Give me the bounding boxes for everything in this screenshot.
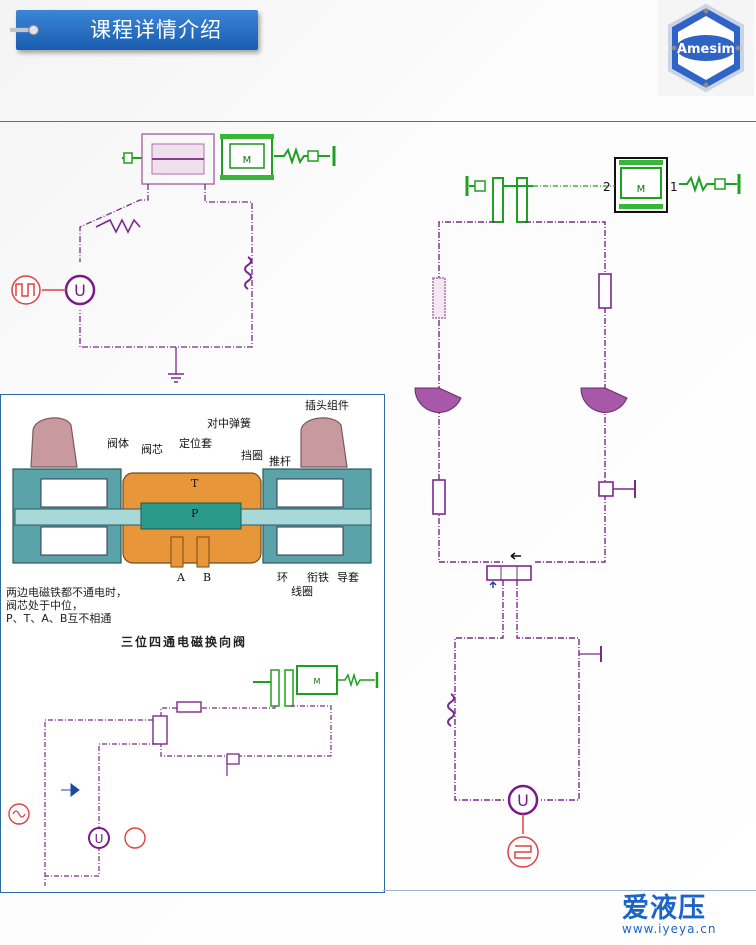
page-title: 课程详情介绍 <box>90 18 222 42</box>
amesim-logo: Amesim <box>658 0 754 96</box>
logo-text: Amesim <box>677 42 735 57</box>
label-centering-spring: 对中弹簧 <box>207 417 251 430</box>
solenoid-block <box>141 133 215 185</box>
valve-description: 两边电磁铁都不通电时， 阀芯处于中位， P、T、A、B互不相通 <box>6 586 127 625</box>
footer-divider <box>383 890 756 891</box>
hexagon-logo-icon: Amesim <box>668 3 744 93</box>
valve-illustration <box>12 417 372 568</box>
right-top-cylinder <box>465 176 615 223</box>
label-coil: 线圈 <box>291 585 313 598</box>
label-push-rod: 推杆 <box>269 455 291 468</box>
bottom-left-circuit-panel: M U <box>0 650 385 893</box>
directional-valve <box>486 552 532 588</box>
right-green-motor: M 2 1 <box>603 157 741 213</box>
label-port-t: T <box>191 477 199 490</box>
label-valve-body: 阀体 <box>107 437 129 450</box>
label-ring: 环 <box>277 571 288 584</box>
bottom-green-motor: M <box>253 665 379 707</box>
svg-text:U: U <box>517 791 529 810</box>
label-port-p: P <box>191 507 199 520</box>
footer-brand: 爱液压 <box>622 893 706 924</box>
top-left-circuit-diagram: M U <box>11 133 336 383</box>
bottom-motor-label: M <box>314 677 321 686</box>
pin-icon <box>10 24 39 36</box>
label-retaining-ring: 挡圈 <box>241 449 263 462</box>
content-top-border <box>0 121 756 122</box>
valve-cross-section-figure: 插头组件 对中弹簧 阀体 阀芯 定位套 挡圈 推杆 T P A B 环 衔铁 导… <box>0 394 385 652</box>
bottom-left-circuit-diagram: M U <box>8 665 379 886</box>
label-guide-sleeve: 导套 <box>337 571 359 584</box>
title-tab: 课程详情介绍 <box>16 10 258 50</box>
description-line-1: 两边电磁铁都不通电时， <box>6 586 127 599</box>
motor-label: M <box>243 155 252 166</box>
port-1-label: 1 <box>670 180 678 194</box>
right-motor-label: M <box>637 184 646 195</box>
port-2-label: 2 <box>603 180 611 194</box>
svg-text:U: U <box>74 281 86 300</box>
label-armature: 衔铁 <box>307 571 329 584</box>
label-port-a: A <box>177 571 185 584</box>
label-port-b: B <box>203 571 212 584</box>
label-valve-core: 阀芯 <box>141 443 163 456</box>
valve-caption: 三位四通电磁换向阀 <box>121 635 248 649</box>
label-plug-assembly: 插头组件 <box>305 399 349 412</box>
right-hydraulic-circuit-diagram: M 2 1 U <box>414 157 741 868</box>
svg-text:U: U <box>95 832 104 846</box>
green-motor-block: M <box>122 134 336 180</box>
footer-url: www.iyeya.cn <box>622 922 717 936</box>
description-line-2: 阀芯处于中位， <box>6 599 83 612</box>
label-locating-sleeve: 定位套 <box>179 437 212 450</box>
description-line-3: P、T、A、B互不相通 <box>6 612 112 625</box>
